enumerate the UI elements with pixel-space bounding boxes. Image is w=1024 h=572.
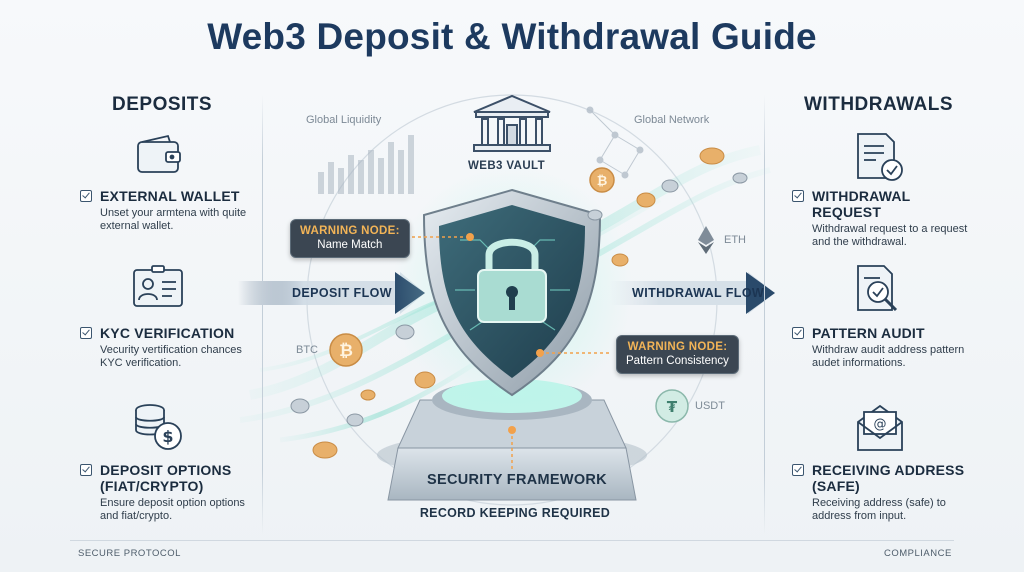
network-nodes-icon bbox=[586, 106, 644, 179]
record-keeping-label: RECORD KEEPING REQUIRED bbox=[419, 506, 611, 520]
svg-text:₿: ₿ bbox=[339, 341, 353, 361]
magnifier-document-icon bbox=[857, 265, 898, 312]
warning-node-name-match: WARNING NODE: Name Match bbox=[290, 219, 410, 258]
item-desc: Receiving address (safe) to address from… bbox=[812, 497, 946, 522]
silver-coin-icon bbox=[290, 172, 748, 427]
item-title: WITHDRAWAL REQUEST bbox=[812, 188, 911, 220]
warning-connectors bbox=[400, 236, 610, 470]
coin-stack-icon: $ bbox=[135, 404, 182, 450]
svg-text:₮: ₮ bbox=[667, 398, 678, 416]
bitcoin-coin-icon: ₿ bbox=[329, 333, 363, 367]
checkbox-icon bbox=[80, 327, 92, 339]
withdrawal-flow-label: WITHDRAWAL FLOW bbox=[632, 286, 765, 300]
svg-text:@: @ bbox=[874, 417, 887, 432]
item-desc: Vecurity vertification chances KYC verif… bbox=[100, 344, 242, 369]
checkbox-icon bbox=[80, 190, 92, 202]
vault-label: WEB3 VAULT bbox=[468, 160, 546, 172]
item-desc: Ensure deposit option options and fiat/c… bbox=[100, 497, 245, 522]
usdt-label: USDT bbox=[695, 400, 725, 412]
withdrawal-item-request: WITHDRAWAL REQUEST Withdrawal request to… bbox=[792, 188, 982, 249]
warning-title: WARNING NODE: bbox=[627, 341, 728, 353]
tether-coin-icon: ₮ bbox=[655, 389, 689, 423]
envelope-icon: @ bbox=[857, 404, 903, 451]
global-network-label: Global Network bbox=[634, 114, 710, 126]
security-framework-label: SECURITY FRAMEWORK bbox=[427, 472, 607, 488]
deposit-flow-label: DEPOSIT FLOW bbox=[292, 286, 392, 300]
btc-label: BTC bbox=[296, 344, 318, 356]
item-title: DEPOSIT OPTIONS (FIAT/CRYPTO) bbox=[100, 462, 232, 494]
bitcoin-coin-icon: ₿ bbox=[589, 167, 615, 193]
item-title: KYC VERIFICATION bbox=[100, 325, 235, 341]
liquidity-bars-icon bbox=[318, 135, 414, 194]
footer-compliance: COMPLIANCE bbox=[884, 548, 952, 559]
withdrawal-flow-arrow bbox=[610, 272, 775, 314]
deposit-item-kyc: KYC VERIFICATION Vecurity vertification … bbox=[80, 325, 255, 370]
svg-text:$: $ bbox=[162, 427, 173, 446]
right-divider bbox=[764, 95, 765, 535]
warning-title: WARNING NODE: bbox=[300, 225, 400, 237]
item-desc: Withdrawal request to a request and the … bbox=[812, 223, 968, 248]
warning-node-pattern: WARNING NODE: Pattern Consistency bbox=[616, 335, 739, 374]
bank-vault-icon bbox=[473, 94, 551, 152]
item-desc: Withdraw audit address pattern audet inf… bbox=[812, 344, 965, 369]
svg-text:₿: ₿ bbox=[597, 174, 608, 189]
id-card-icon bbox=[133, 265, 183, 307]
gold-coin-icon bbox=[312, 147, 725, 459]
footer-divider bbox=[70, 540, 954, 541]
warning-sub: Pattern Consistency bbox=[626, 355, 729, 367]
item-title: PATTERN AUDIT bbox=[812, 325, 925, 341]
item-title: EXTERNAL WALLET bbox=[100, 188, 240, 204]
checkbox-icon bbox=[792, 190, 804, 202]
checkbox-icon bbox=[792, 327, 804, 339]
withdrawal-item-address: RECEIVING ADDRESS (SAFE) Receiving addre… bbox=[792, 462, 982, 523]
warning-sub: Name Match bbox=[317, 239, 383, 251]
document-check-icon bbox=[857, 133, 903, 181]
deposits-heading: DEPOSITS bbox=[112, 94, 213, 115]
page-title: Web3 Deposit & Withdrawal Guide bbox=[207, 16, 817, 57]
checkbox-icon bbox=[792, 464, 804, 476]
checkbox-icon bbox=[80, 464, 92, 476]
padlock-icon bbox=[477, 238, 547, 323]
wallet-icon bbox=[137, 134, 181, 173]
deposit-item-options: DEPOSIT OPTIONS (FIAT/CRYPTO) Ensure dep… bbox=[80, 462, 255, 523]
left-divider bbox=[262, 95, 263, 535]
item-title: RECEIVING ADDRESS (SAFE) bbox=[812, 462, 965, 494]
item-desc: Unset your armtena with quite external w… bbox=[100, 207, 247, 232]
global-liquidity-label: Global Liquidity bbox=[306, 114, 382, 126]
ethereum-icon bbox=[698, 226, 714, 254]
withdrawals-heading: WITHDRAWALS bbox=[804, 94, 954, 115]
eth-label: ETH bbox=[724, 234, 746, 246]
deposit-item-external-wallet: EXTERNAL WALLET Unset your armtena with … bbox=[80, 188, 255, 233]
footer-secure-protocol: SECURE PROTOCOL bbox=[78, 548, 181, 559]
withdrawal-item-audit: PATTERN AUDIT Withdraw audit address pat… bbox=[792, 325, 982, 370]
